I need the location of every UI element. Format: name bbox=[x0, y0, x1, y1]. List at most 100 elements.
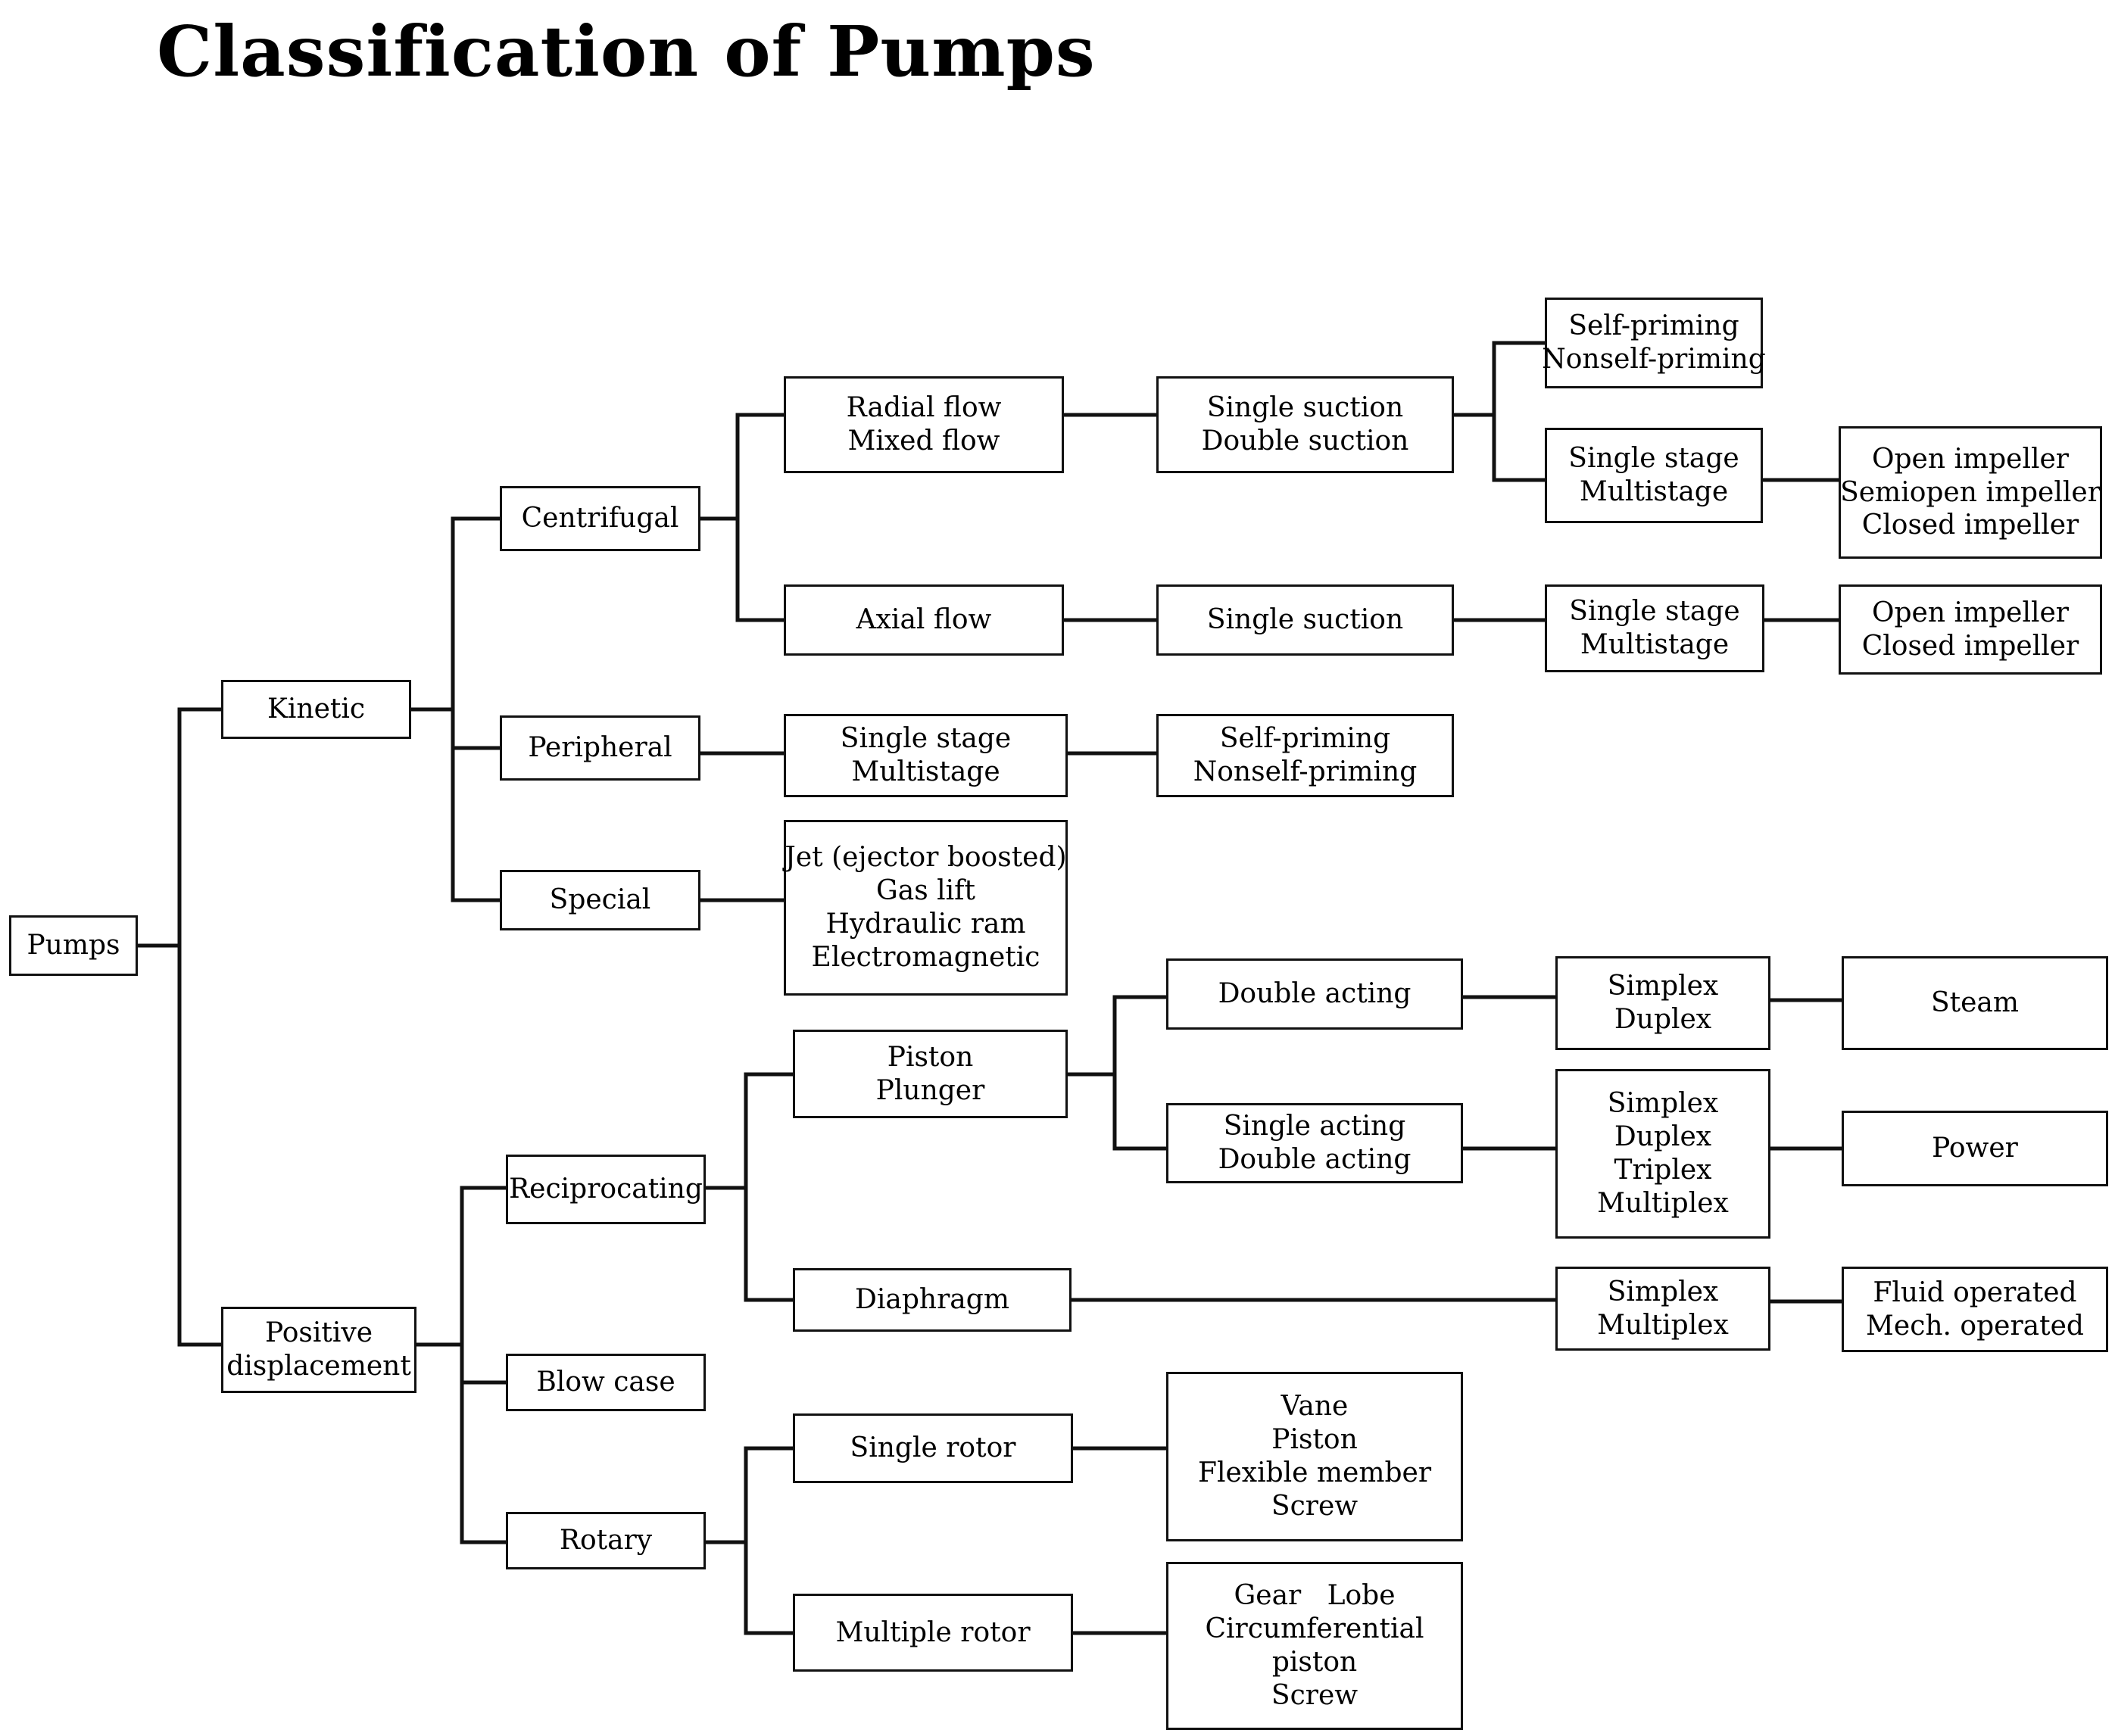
node-label-line: Piston bbox=[1271, 1424, 1358, 1456]
node-rotary: Rotary bbox=[506, 1512, 706, 1569]
node-label-line: Single stage bbox=[840, 723, 1012, 755]
node-label-line: Mixed flow bbox=[847, 425, 1000, 457]
node-label-line: Multistage bbox=[1579, 476, 1729, 507]
node-label-line: Self-priming bbox=[1568, 310, 1739, 342]
diagram-title: Classification of Pumps bbox=[157, 11, 1096, 92]
node-label-line: Pumps bbox=[27, 930, 120, 962]
node-label-line: Peripheral bbox=[528, 732, 672, 764]
node-double-acting: Double acting bbox=[1166, 958, 1463, 1030]
node-label-line: Vane bbox=[1281, 1391, 1349, 1423]
node-label-line: Multiple rotor bbox=[835, 1616, 1031, 1648]
node-peripheral: Peripheral bbox=[500, 715, 700, 781]
node-label-line: Screw bbox=[1271, 1490, 1359, 1522]
node-steam: Steam bbox=[1842, 956, 2108, 1050]
node-label-line: Single stage bbox=[1569, 596, 1740, 628]
node-label-line: piston bbox=[1271, 1647, 1358, 1678]
node-label-line: Special bbox=[549, 884, 651, 916]
node-label-line: Power bbox=[1932, 1133, 2018, 1164]
node-label-line: Kinetic bbox=[267, 693, 366, 725]
node-label-line: Piston bbox=[887, 1041, 974, 1073]
node-label-line: Single suction bbox=[1206, 604, 1404, 636]
node-label-line: Single stage bbox=[1568, 443, 1739, 475]
node-label-line: Axial flow bbox=[856, 604, 992, 636]
node-label-line: Radial flow bbox=[846, 392, 1002, 424]
node-label-line: Plunger bbox=[875, 1074, 985, 1106]
node-diaphragm: Diaphragm bbox=[793, 1268, 1072, 1332]
node-label-line: Double acting bbox=[1218, 978, 1412, 1010]
node-single-rotor: Single rotor bbox=[793, 1413, 1073, 1483]
node-label-line: Multistage bbox=[1580, 629, 1730, 660]
node-label-line: Diaphragm bbox=[855, 1284, 1009, 1316]
node-label-line: Duplex bbox=[1614, 1121, 1712, 1153]
node-label-line: Double suction bbox=[1201, 425, 1409, 457]
node-label-line: Duplex bbox=[1614, 1004, 1712, 1035]
node-label-line: Rotary bbox=[559, 1525, 653, 1557]
node-pumps: Pumps bbox=[9, 915, 138, 976]
node-centrifugal: Centrifugal bbox=[500, 486, 700, 551]
node-label-line: Simplex bbox=[1607, 971, 1719, 1002]
node-label-line: Gas lift bbox=[876, 875, 975, 907]
node-label-line: Open impeller bbox=[1871, 597, 2070, 628]
node-label-line: Double acting bbox=[1218, 1144, 1412, 1175]
node-label-line: Reciprocating bbox=[509, 1173, 703, 1205]
node-label-line: Multiplex bbox=[1597, 1309, 1729, 1341]
node-axial-suction: Single suction bbox=[1156, 584, 1454, 656]
node-label-line: Simplex bbox=[1607, 1276, 1719, 1307]
node-multiple-rotor: Multiple rotor bbox=[793, 1594, 1073, 1672]
node-label-line: Positive bbox=[264, 1317, 373, 1349]
node-label-line: Self-priming bbox=[1219, 723, 1391, 755]
node-label-line: Single rotor bbox=[850, 1432, 1016, 1464]
node-label-line: Single acting bbox=[1223, 1111, 1406, 1142]
node-label-line: Multiplex bbox=[1597, 1187, 1729, 1219]
node-label-line: Multistage bbox=[851, 756, 1000, 787]
node-label-line: Jet (ejector boosted) bbox=[785, 842, 1067, 874]
node-label-line: Simplex bbox=[1607, 1088, 1719, 1120]
node-power: Power bbox=[1842, 1111, 2108, 1186]
node-label-line: Circumferential bbox=[1205, 1613, 1424, 1645]
node-label-line: Electromagnetic bbox=[811, 941, 1040, 973]
node-label-line: Flexible member bbox=[1197, 1457, 1432, 1488]
node-label-line: Steam bbox=[1930, 987, 2020, 1019]
node-label-line: Screw bbox=[1271, 1679, 1359, 1711]
node-special: Special bbox=[500, 870, 700, 930]
node-label-line: Triplex bbox=[1614, 1155, 1712, 1186]
node-label-line: displacement bbox=[226, 1351, 411, 1382]
node-label-line: Semiopen impeller bbox=[1840, 476, 2101, 508]
node-label-line: Fluid operated bbox=[1873, 1276, 2077, 1308]
node-label-line: Gear Lobe bbox=[1234, 1580, 1396, 1612]
node-label-line: Mech. operated bbox=[1866, 1310, 2084, 1342]
node-label-line: Nonself-priming bbox=[1193, 756, 1418, 787]
node-label-line: Closed impeller bbox=[1861, 510, 2079, 541]
node-reciprocating: Reciprocating bbox=[506, 1155, 706, 1224]
node-kinetic: Kinetic bbox=[221, 680, 411, 739]
node-blow-case: Blow case bbox=[506, 1354, 706, 1411]
node-label-line: Closed impeller bbox=[1861, 630, 2079, 662]
node-label-line: Blow case bbox=[536, 1367, 675, 1398]
node-label-line: Hydraulic ram bbox=[825, 909, 1026, 940]
node-axial-flow: Axial flow bbox=[784, 584, 1064, 656]
node-label-line: Single suction bbox=[1206, 392, 1404, 424]
node-label-line: Nonself-priming bbox=[1542, 344, 1766, 375]
node-label-line: Open impeller bbox=[1871, 443, 2070, 475]
node-label-line: Centrifugal bbox=[521, 503, 679, 535]
